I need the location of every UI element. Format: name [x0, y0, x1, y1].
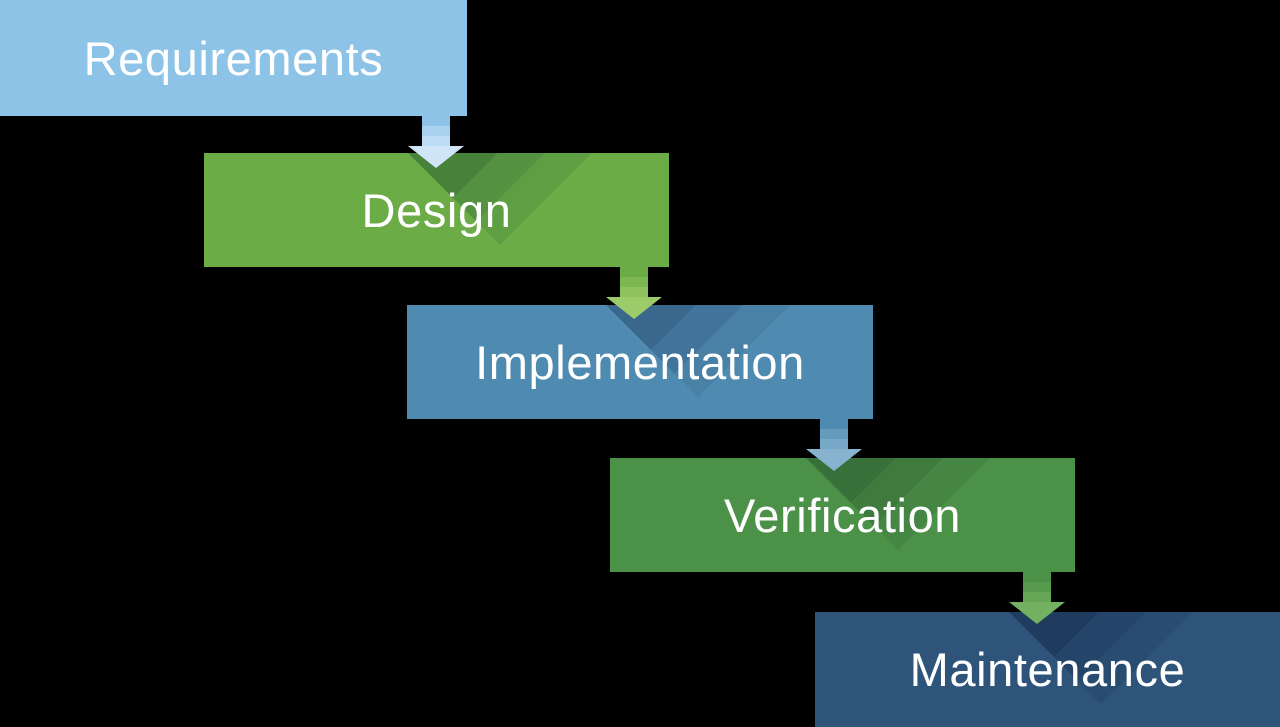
arrow-head [806, 449, 862, 471]
down-arrow-implementation-to-verification [806, 419, 862, 471]
phase-label: Verification [723, 488, 962, 542]
arrow-entry-shadow [806, 458, 990, 550]
arrow-stem-band [422, 136, 450, 147]
arrow-stem-band [820, 429, 848, 440]
arrow-head [408, 146, 464, 168]
arrow-entry-shadow [1009, 612, 1193, 704]
down-arrow-design-to-implementation [606, 267, 662, 319]
phase-box-implementation: Implementation [407, 305, 873, 419]
arrow-stem-band [620, 267, 648, 278]
phase-label: Design [361, 183, 512, 237]
arrow-head [1009, 602, 1065, 624]
arrow-head [606, 297, 662, 319]
phase-label: Maintenance [909, 643, 1186, 696]
arrow-stem-band [422, 116, 450, 127]
shadow-band [674, 305, 790, 397]
phase-box-design: Design [204, 153, 669, 267]
arrow-stem-band [422, 126, 450, 137]
shadow-band [408, 153, 498, 198]
arrow-entry-shadow [606, 305, 790, 397]
arrow-stem-band [1023, 592, 1051, 603]
down-arrow-verification-to-maintenance [1009, 572, 1065, 624]
shadow-band [851, 458, 943, 527]
arrow-stem-band [1023, 582, 1051, 593]
phase-box-requirements: Requirements [0, 0, 467, 116]
shadow-band [1077, 612, 1193, 704]
shadow-band [651, 305, 743, 374]
phase-label: Requirements [83, 31, 384, 85]
shadow-band [476, 153, 592, 245]
shadow-band [874, 458, 990, 550]
phase-label: Implementation [475, 335, 805, 389]
phase-box-verification: Verification [610, 458, 1075, 572]
shadow-band [806, 458, 896, 503]
shadow-band [1009, 612, 1099, 657]
phase-box-maintenance: Maintenance [815, 612, 1280, 727]
shadow-band [453, 153, 545, 222]
arrow-stem-band [620, 287, 648, 298]
arrow-stem-band [1023, 572, 1051, 583]
arrow-entry-shadow [408, 153, 592, 245]
arrow-stem-band [620, 277, 648, 288]
shadow-band [606, 305, 696, 350]
arrow-stem-band [820, 419, 848, 430]
down-arrow-requirements-to-design [408, 116, 464, 168]
arrow-stem-band [820, 439, 848, 450]
shadow-band [1054, 612, 1146, 681]
